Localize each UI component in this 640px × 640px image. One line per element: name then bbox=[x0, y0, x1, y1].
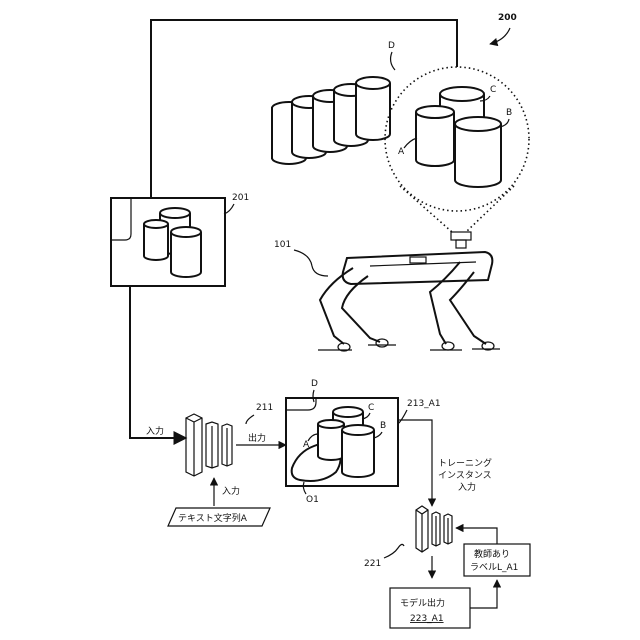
zoom-cone bbox=[400, 186, 514, 232]
teacher-to-model-arrow bbox=[456, 528, 497, 544]
text-input-label: 入力 bbox=[222, 485, 240, 497]
zoom-label-b: B bbox=[506, 108, 512, 118]
teacher-label-box: 教師あり ラベルL_A1 bbox=[464, 544, 530, 576]
ref-211: 211 bbox=[256, 403, 273, 413]
model-211 bbox=[186, 414, 232, 476]
cylinder-row bbox=[272, 77, 390, 164]
ref-213-a1-leader bbox=[398, 410, 407, 424]
input-label: 入力 bbox=[146, 425, 164, 437]
teacher-label-line2: ラベルL_A1 bbox=[470, 562, 518, 573]
ref-211-leader bbox=[246, 415, 254, 424]
model-output-box: モデル出力 223_A1 bbox=[390, 588, 470, 628]
training-label-1: トレーニング bbox=[438, 457, 492, 469]
label-d-top-leader bbox=[391, 52, 395, 70]
model-output-id: 223_A1 bbox=[410, 614, 444, 624]
ref-221-leader bbox=[384, 544, 404, 558]
figure-number-leader bbox=[490, 28, 510, 44]
training-input-arrow bbox=[398, 420, 432, 506]
ti-label-a: A bbox=[303, 440, 310, 450]
text-string-box: テキスト文字列A bbox=[168, 508, 270, 526]
label-d-top: D bbox=[388, 41, 395, 51]
ti-label-b: B bbox=[380, 421, 386, 431]
camera-to-model-line bbox=[130, 286, 186, 438]
ti-label-d: D bbox=[311, 379, 318, 389]
zoom-label-c: C bbox=[490, 85, 496, 95]
model-221 bbox=[416, 506, 452, 552]
figure-number: 200 bbox=[498, 13, 517, 23]
output-label: 出力 bbox=[248, 432, 266, 444]
zoom-view: C B A bbox=[385, 67, 529, 232]
ref-101: 101 bbox=[274, 240, 291, 250]
camera-image-frame bbox=[111, 198, 225, 286]
ref-213-a1: 213_A1 bbox=[407, 399, 441, 409]
model-output-label: モデル出力 bbox=[400, 597, 445, 609]
ref-101-leader bbox=[294, 250, 328, 276]
text-string: テキスト文字列A bbox=[178, 512, 248, 524]
training-label-2: インスタンス bbox=[438, 470, 492, 481]
ti-label-o1: O1 bbox=[306, 495, 319, 505]
ref-201: 201 bbox=[232, 193, 249, 203]
training-label-3: 入力 bbox=[458, 481, 476, 493]
output-to-teacher-arrow bbox=[470, 580, 497, 608]
ref-221: 221 bbox=[364, 559, 381, 569]
robot-dog bbox=[318, 232, 500, 351]
teacher-label-line1: 教師あり bbox=[474, 548, 510, 560]
zoom-label-a: A bbox=[398, 147, 405, 157]
ti-label-c: C bbox=[368, 403, 374, 413]
